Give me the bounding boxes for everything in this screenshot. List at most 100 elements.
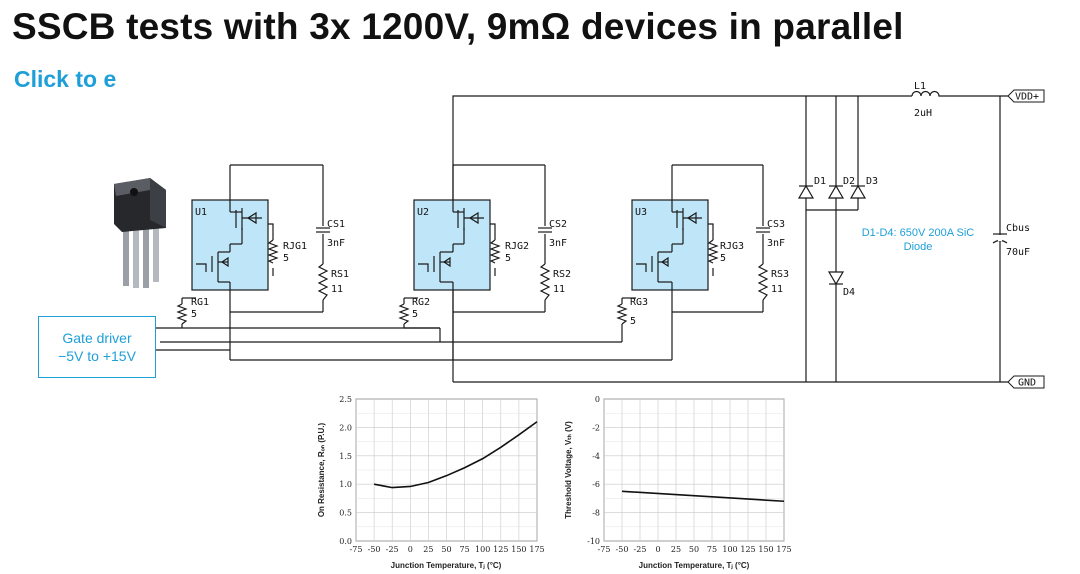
chart2-ylabel: Threshold Voltage, Vₜₕ (V) <box>564 421 573 519</box>
rjg3-name: RJG3 <box>720 241 744 252</box>
chart2-grid <box>603 398 785 542</box>
diode-d2 <box>827 184 845 199</box>
chart2-y-ticks: 0 -2 -4 -6 -8 -10 <box>587 395 600 546</box>
module-u3 <box>160 164 770 360</box>
chart1-xtick: 0 <box>408 545 413 554</box>
rs3-value: 11 <box>771 284 783 295</box>
rg2-name: RG2 <box>412 297 430 308</box>
cbus-value: 70uF <box>1006 247 1030 258</box>
chart1-ylabel: On Resistance, Rₒₙ (P.U.) <box>317 422 326 517</box>
chart2-ytick: -8 <box>592 509 600 518</box>
rjg1-value: 5 <box>283 253 289 264</box>
chart2-ytick: -6 <box>592 480 600 489</box>
diode-note-line2: Diode <box>904 241 933 253</box>
rg2-value: 5 <box>412 309 418 320</box>
chart2-xtick: 175 <box>776 545 791 554</box>
chart1-ytick: 0.5 <box>339 509 352 518</box>
chart2-xtick: -25 <box>634 545 647 554</box>
chart1-xtick: -25 <box>386 545 399 554</box>
chart2-xlabel: Junction Temperature, Tⱼ (°C) <box>639 561 750 570</box>
chart2-ytick: -2 <box>592 423 600 432</box>
cs2-value: 3nF <box>549 238 567 249</box>
vdd-bus <box>452 95 1008 382</box>
u3-label: U3 <box>635 207 647 218</box>
port-vdd: VDD+ <box>1007 89 1045 103</box>
d4-label: D4 <box>843 287 855 298</box>
chart1-xlabel: Junction Temperature, Tⱼ (°C) <box>391 561 502 570</box>
rg1-value: 5 <box>191 309 197 320</box>
chart2-ytick: 0 <box>595 395 600 404</box>
cbus-name: Cbus <box>1006 223 1030 234</box>
port-gnd: GND <box>1007 375 1045 389</box>
diode-array <box>805 96 859 382</box>
u2-label: U2 <box>417 207 429 218</box>
diode-d3 <box>849 184 867 199</box>
rg1-name: RG1 <box>191 297 209 308</box>
diode-d1 <box>797 184 815 199</box>
d2-label: D2 <box>843 176 855 187</box>
port-vdd-label: VDD+ <box>1015 92 1039 103</box>
chart1-xtick: 100 <box>475 545 490 554</box>
rs2-value: 11 <box>553 284 565 295</box>
to247-package-image <box>114 178 166 288</box>
rs1-value: 11 <box>331 284 343 295</box>
chart1-xtick: 175 <box>529 545 544 554</box>
d3-label: D3 <box>866 176 878 187</box>
chart1-xtick: -75 <box>350 545 363 554</box>
cs3-value: 3nF <box>767 238 785 249</box>
subtitle-placeholder[interactable]: Click to e <box>14 66 117 92</box>
chart2-xtick: -50 <box>616 545 629 554</box>
chart1-xtick: -50 <box>368 545 381 554</box>
chart1-ytick: 2.0 <box>339 423 352 432</box>
module-u1 <box>176 164 672 361</box>
chart2-xtick: 100 <box>722 545 737 554</box>
d1-label: D1 <box>814 176 826 187</box>
chart2-xtick: 0 <box>655 545 660 554</box>
chart2-xtick: 75 <box>707 545 717 554</box>
rs2-name: RS2 <box>553 269 571 280</box>
cs1-name: CS1 <box>327 219 345 230</box>
rjg1-name: RJG1 <box>283 241 307 252</box>
cs3-name: CS3 <box>767 219 785 230</box>
chart1-xtick: 50 <box>441 545 451 554</box>
gate-driver-line2: −5V to +15V <box>58 348 136 364</box>
chart2-xtick: 150 <box>758 545 773 554</box>
subtitle-mask <box>140 62 460 94</box>
chart1-xtick: 75 <box>460 545 470 554</box>
chart2-xtick: 50 <box>689 545 699 554</box>
rg3-name: RG3 <box>630 297 648 308</box>
gate-driver-line1: Gate driver <box>62 330 132 346</box>
inductor-value: 2uH <box>914 108 932 119</box>
rjg3-value: 5 <box>720 253 726 264</box>
port-gnd-label: GND <box>1018 378 1036 389</box>
chart1-ytick: 0.0 <box>339 537 352 546</box>
gate-driver-box: Gate driver −5V to +15V <box>38 316 156 378</box>
rg3-value: 5 <box>630 316 636 327</box>
chart1-y-ticks: 0.0 0.5 1.0 1.5 2.0 2.5 <box>339 395 352 546</box>
rjg2-value: 5 <box>505 253 511 264</box>
chart1-series-line <box>373 421 538 489</box>
chart2-ytick: -4 <box>592 452 600 461</box>
rs3-name: RS3 <box>771 269 789 280</box>
chart2-xtick: 25 <box>671 545 681 554</box>
diode-note-line1: D1-D4: 650V 200A SiC <box>862 227 975 239</box>
chart2-ytick: -10 <box>587 537 600 546</box>
rs1-name: RS1 <box>331 269 349 280</box>
page-title: SSCB tests with 3x 1200V, 9mΩ devices in… <box>12 6 904 47</box>
u1-label: U1 <box>195 207 207 218</box>
module-u2 <box>398 164 552 360</box>
chart2-xtick: 125 <box>740 545 755 554</box>
diode-d4 <box>827 271 845 286</box>
chart1-ytick: 1.5 <box>339 452 352 461</box>
chart1-ytick: 2.5 <box>339 395 352 404</box>
chart1-xtick: 125 <box>493 545 508 554</box>
chart2-xtick: -75 <box>598 545 611 554</box>
cs2-name: CS2 <box>549 219 567 230</box>
chart1-ytick: 1.0 <box>339 480 352 489</box>
cs1-value: 3nF <box>327 238 345 249</box>
